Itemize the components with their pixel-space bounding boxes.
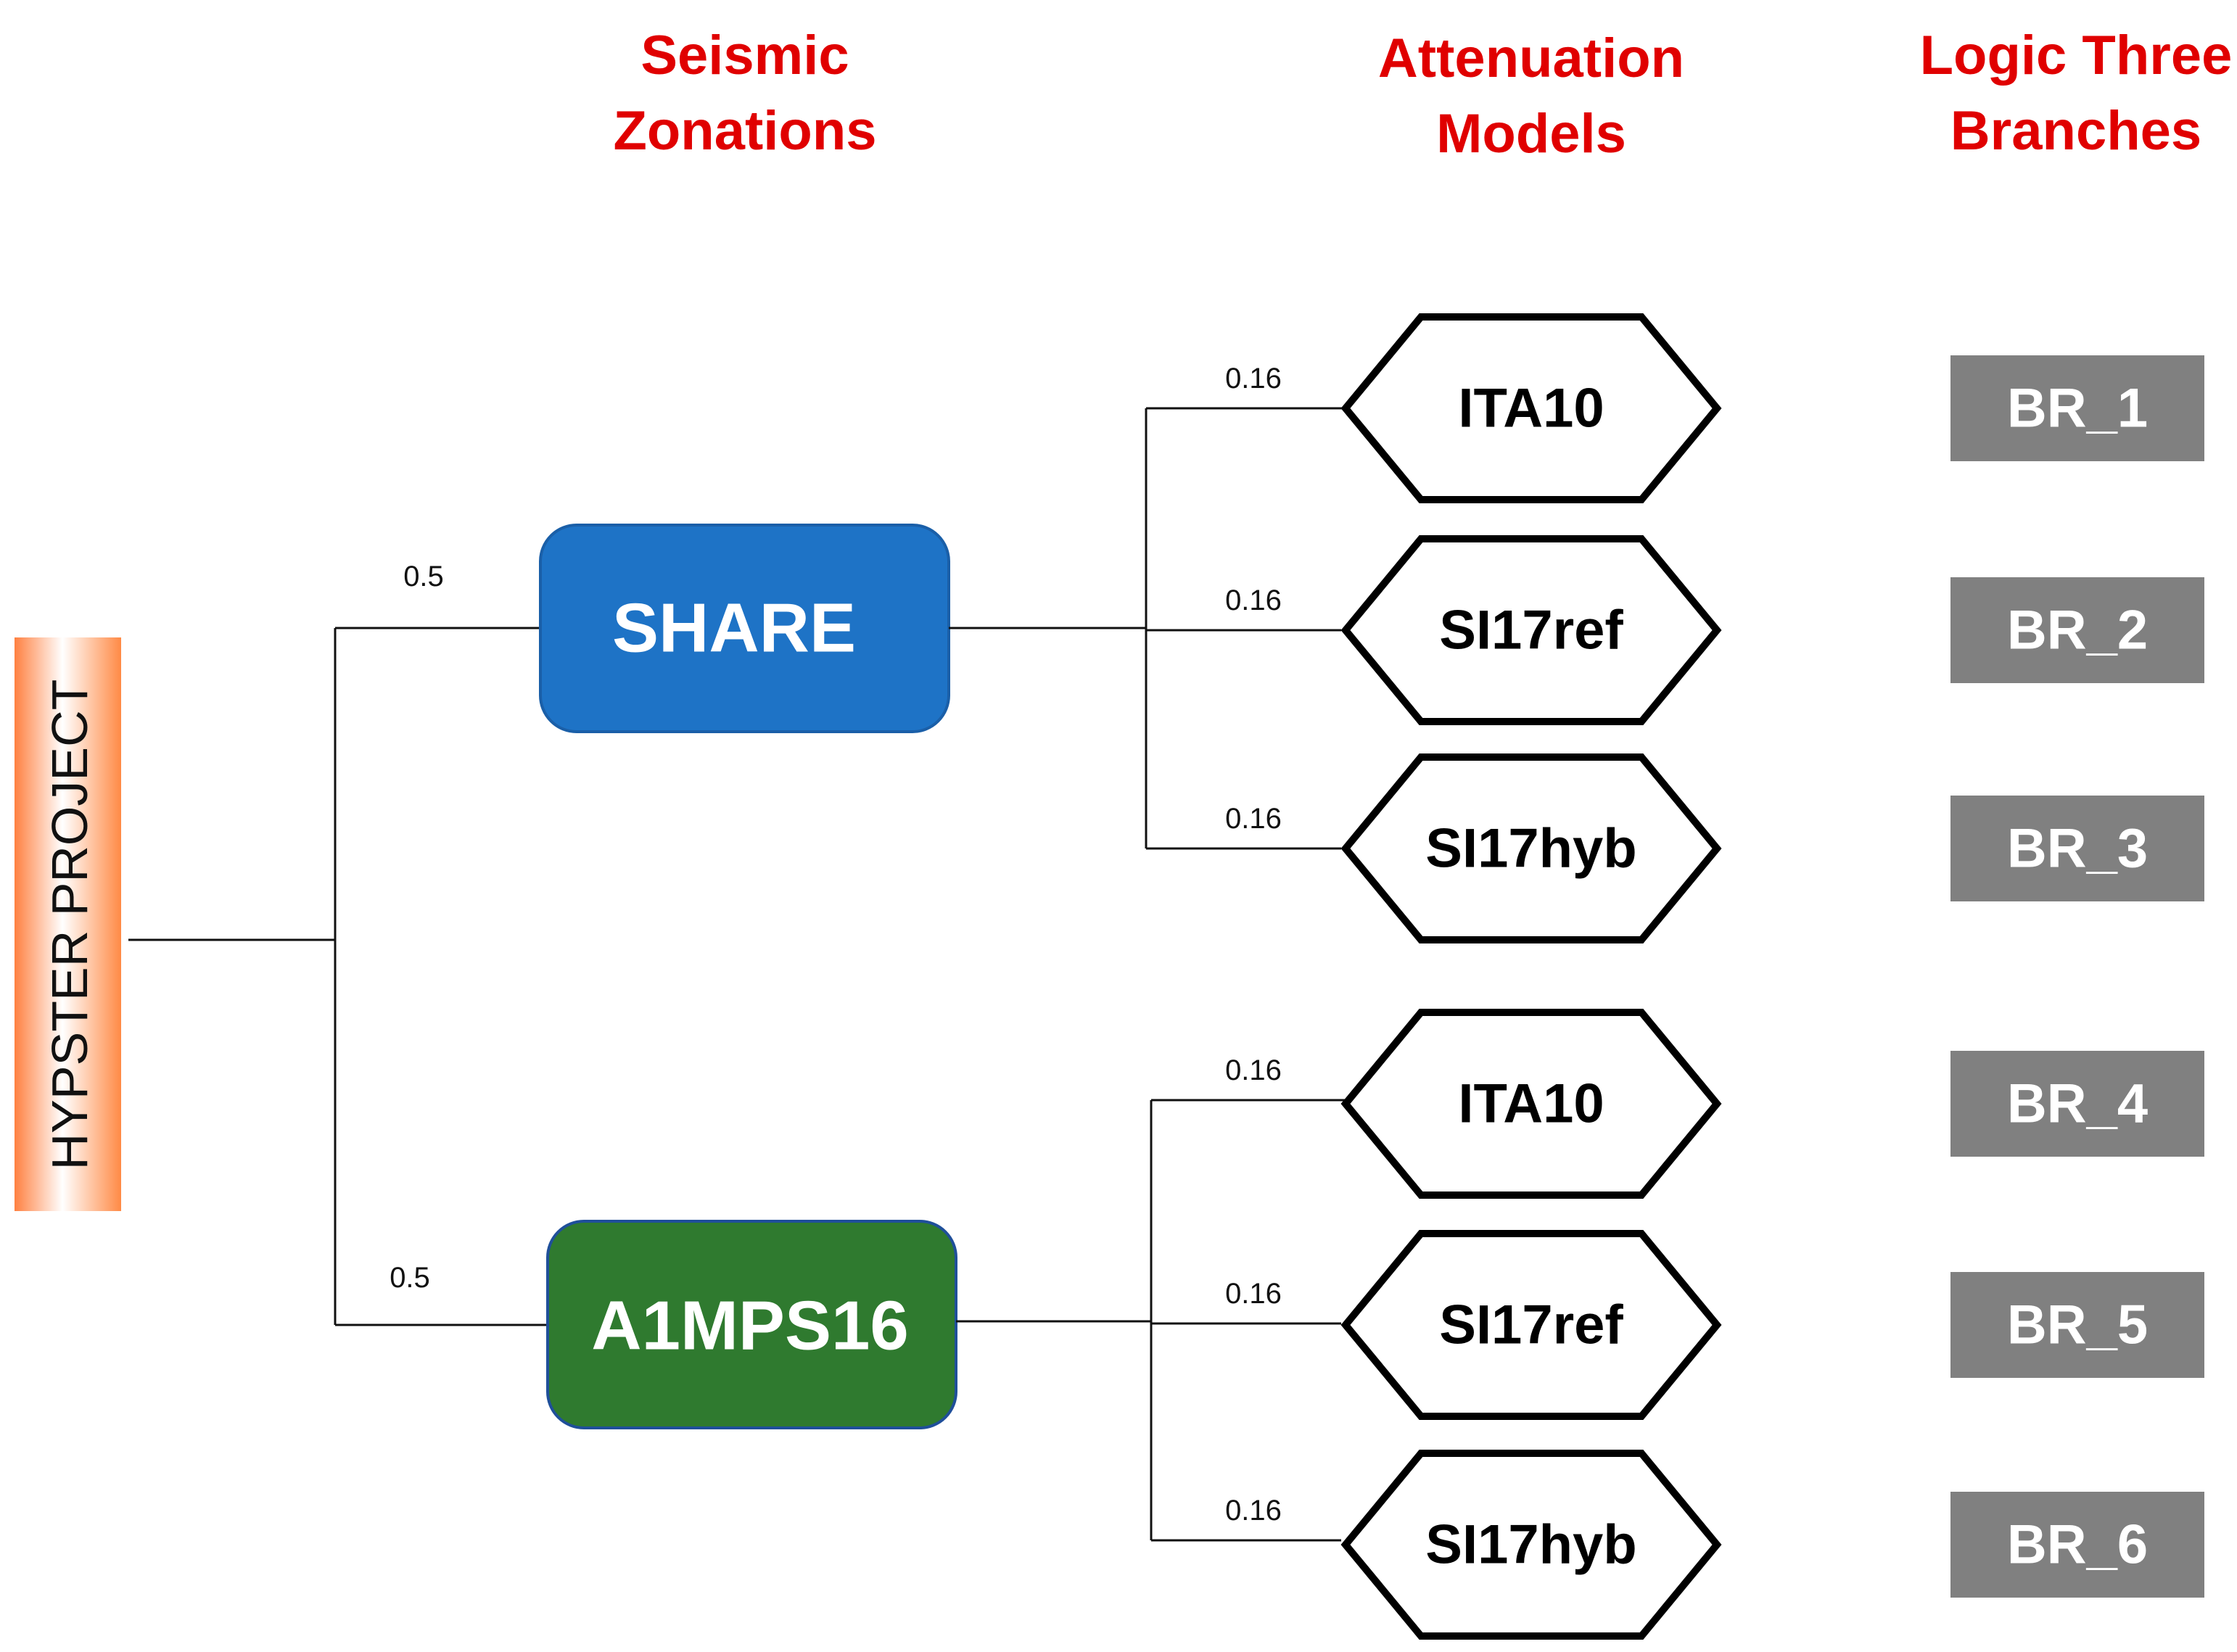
weight-label: 0.16 bbox=[1225, 1054, 1282, 1086]
branch-br_6: BR_6 bbox=[1950, 1492, 2204, 1598]
root-label: HYPSTER PROJECT bbox=[41, 680, 98, 1170]
root-box bbox=[15, 637, 121, 1211]
zone-box bbox=[546, 1220, 957, 1429]
model-node-ita10: ITA10 bbox=[1340, 313, 1722, 503]
root-node: HYPSTER PROJECT bbox=[15, 637, 121, 1211]
zone-label: SHARE bbox=[612, 590, 856, 667]
branch-label: BR_5 bbox=[2007, 1294, 2148, 1356]
model-node-ita10: ITA10 bbox=[1340, 1009, 1722, 1199]
model-label: SI17ref bbox=[1439, 1294, 1623, 1356]
branch-br_1: BR_1 bbox=[1950, 355, 2204, 461]
header-logic-tree-branches: Logic Three Branches bbox=[1920, 25, 2233, 162]
header-line: Zonations bbox=[613, 100, 876, 162]
weight-label: 0.16 bbox=[1225, 363, 1282, 395]
header-line: Logic Three bbox=[1920, 25, 2233, 86]
zone-label: A1MPS16 bbox=[591, 1287, 909, 1365]
weight-label: 0.16 bbox=[1225, 803, 1282, 835]
branch-box bbox=[1950, 796, 2204, 901]
branch-br_3: BR_3 bbox=[1950, 796, 2204, 901]
share-model-connector bbox=[949, 407, 1348, 850]
model-label: SI17hyb bbox=[1425, 818, 1636, 880]
header-line: Attenuation bbox=[1378, 28, 1684, 89]
zone-a1mps16: A1MPS16 bbox=[546, 1220, 957, 1429]
header-line: Seismic bbox=[640, 25, 849, 86]
root-connector bbox=[128, 627, 548, 1326]
header-line: Branches bbox=[1950, 100, 2201, 162]
weight-label: 0.16 bbox=[1225, 585, 1282, 616]
hexagon-shape bbox=[1340, 1009, 1722, 1199]
weight-label: 0.16 bbox=[1225, 1495, 1282, 1527]
branch-label: BR_1 bbox=[2007, 378, 2148, 439]
hexagon-shape bbox=[1340, 1450, 1722, 1640]
header-seismic-zonations: Seismic Zonations bbox=[613, 25, 876, 162]
model-label: ITA10 bbox=[1458, 1073, 1604, 1135]
hexagon-shape bbox=[1340, 1230, 1722, 1420]
header-line: Models bbox=[1436, 103, 1626, 165]
branch-label: BR_3 bbox=[2007, 818, 2148, 880]
branch-label: BR_6 bbox=[2007, 1514, 2148, 1576]
branch-label: BR_4 bbox=[2007, 1073, 2148, 1135]
hexagon-shape bbox=[1340, 753, 1722, 943]
branch-box bbox=[1950, 1272, 2204, 1378]
model-node-si17ref: SI17ref bbox=[1340, 1230, 1722, 1420]
zone-share: SHARE bbox=[539, 524, 950, 733]
model-node-si17hyb: SI17hyb bbox=[1340, 753, 1722, 943]
hexagon-shape bbox=[1340, 313, 1722, 503]
model-label: ITA10 bbox=[1458, 378, 1604, 439]
a1mps16-model-connector bbox=[956, 1099, 1348, 1542]
model-node-si17ref: SI17ref bbox=[1340, 535, 1722, 725]
branch-box bbox=[1950, 355, 2204, 461]
branch-br_2: BR_2 bbox=[1950, 577, 2204, 683]
branch-box bbox=[1950, 1492, 2204, 1598]
weight-label: 0.5 bbox=[403, 561, 444, 592]
header-attenuation-models: Attenuation Models bbox=[1378, 28, 1684, 165]
branch-br_4: BR_4 bbox=[1950, 1051, 2204, 1157]
model-node-si17hyb: SI17hyb bbox=[1340, 1450, 1722, 1640]
hexagon-shape bbox=[1340, 535, 1722, 725]
branch-br_5: BR_5 bbox=[1950, 1272, 2204, 1378]
branch-box bbox=[1950, 1051, 2204, 1157]
branch-box bbox=[1950, 577, 2204, 683]
model-label: SI17hyb bbox=[1425, 1514, 1636, 1576]
weight-label: 0.5 bbox=[390, 1262, 430, 1294]
model-label: SI17ref bbox=[1439, 600, 1623, 661]
weight-label: 0.16 bbox=[1225, 1278, 1282, 1310]
branch-label: BR_2 bbox=[2007, 600, 2148, 661]
